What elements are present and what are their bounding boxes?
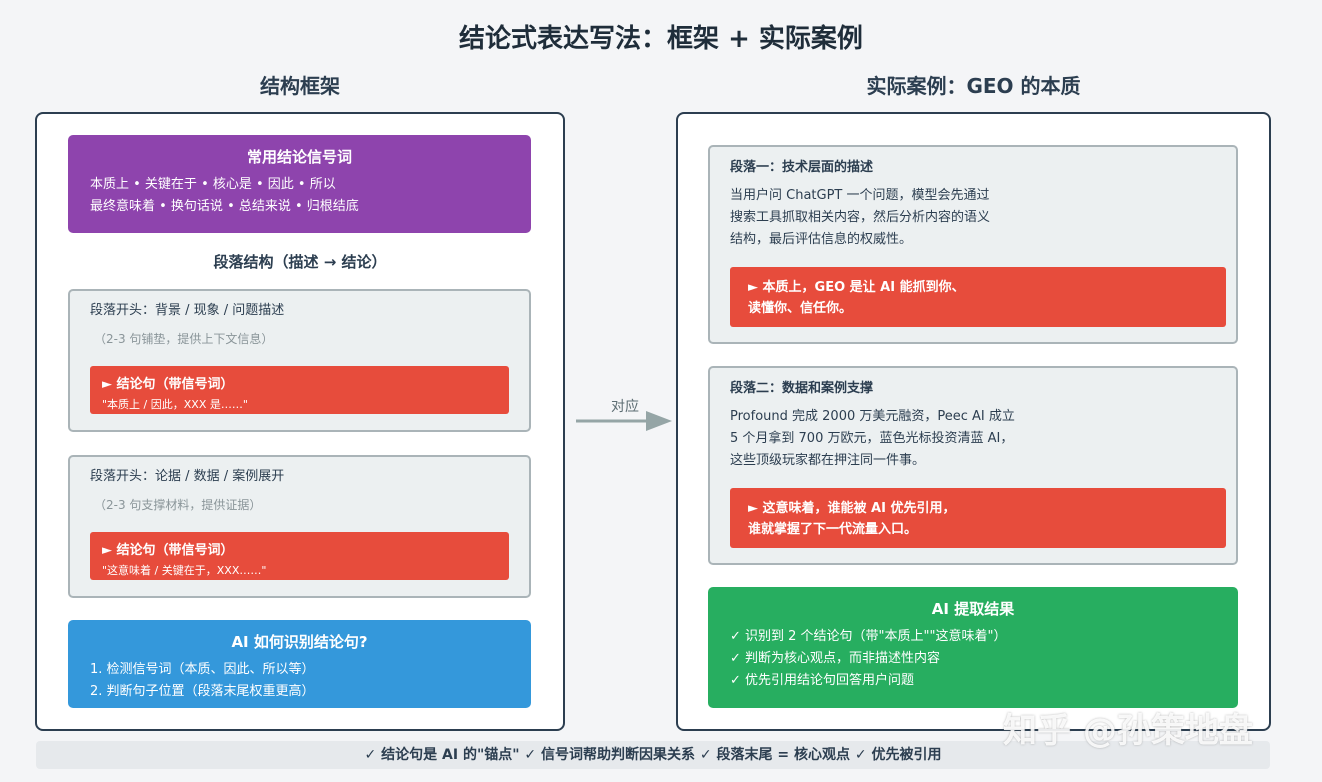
case-conclusion-2 (730, 488, 1226, 548)
summary-footer: ✓ 结论句是 AI 的"锚点" ✓ 信号词帮助判断因果关系 ✓ 段落末尾 = 核… (36, 741, 1270, 769)
case-paragraph-2-line-3: 这些顶级玩家都在押注同一件事。 (730, 453, 926, 468)
ai-result-line-2: ✓ 判断为核心观点，而非描述性内容 (730, 651, 941, 666)
signal-words-line-1: 本质上 • 关键在于 • 核心是 • 因此 • 所以 (90, 177, 336, 192)
ai-recognition-line-1: 1. 检测信号词（本质、因此、所以等） (90, 662, 315, 677)
ai-recognition-title: AI 如何识别结论句? (231, 633, 368, 651)
ai-result-box (708, 587, 1238, 708)
ai-result-title: AI 提取结果 (931, 600, 1015, 618)
case-paragraph-1-line-1: 当用户问 ChatGPT 一个问题，模型会先通过 (730, 188, 990, 203)
ai-recognition-line-2: 2. 判断句子位置（段落末尾权重更高） (90, 684, 315, 699)
case-paragraph-2-line-1: Profound 完成 2000 万美元融资，Peec AI 成立 (730, 409, 1015, 424)
structure-conclusion-2-title: ► 结论句（带信号词） (102, 543, 234, 558)
structure-conclusion-2-example: "这意味着 / 关键在于，XXX……" (102, 564, 267, 577)
structure-paragraph-2-note: （2-3 句支撑材料，提供证据） (94, 498, 262, 512)
ai-recognition-box (68, 620, 531, 708)
structure-conclusion-1 (90, 366, 509, 414)
case-conclusion-2-line-2: 谁就掌握了下一代流量入口。 (748, 522, 918, 537)
case-conclusion-2-line-1: ► 这意味着，谁能被 AI 优先引用， (748, 501, 956, 516)
signal-words-line-2: 最终意味着 • 换句话说 • 总结来说 • 归根结底 (90, 199, 359, 214)
left-column-heading: 结构框架 (260, 74, 340, 98)
structure-conclusion-1-example: "本质上 / 因此，XXX 是……" (102, 398, 248, 411)
case-paragraph-1-line-2: 搜索工具抓取相关内容，然后分析内容的语义 (730, 210, 991, 225)
case-paragraph-2-title: 段落二：数据和案例支撑 (730, 381, 874, 396)
signal-words-box (68, 135, 531, 233)
signal-words-title: 常用结论信号词 (246, 148, 352, 166)
correspondence-arrow (576, 411, 672, 431)
case-conclusion-1-line-2: 读懂你、信任你。 (748, 301, 853, 316)
paragraph-structure-title: 段落结构（描述 → 结论） (213, 253, 387, 271)
structure-paragraph-1-head: 段落开头：背景 / 现象 / 问题描述 (90, 303, 285, 318)
structure-conclusion-1-title: ► 结论句（带信号词） (102, 377, 234, 392)
case-paragraph-1-line-3: 结构，最后评估信息的权威性。 (730, 232, 913, 247)
case-conclusion-1 (730, 267, 1226, 327)
ai-result-line-3: ✓ 优先引用结论句回答用户问题 (730, 673, 915, 688)
right-column-heading: 实际案例：GEO 的本质 (866, 74, 1081, 98)
structure-paragraph-2-head: 段落开头：论据 / 数据 / 案例展开 (90, 469, 285, 484)
structure-paragraph-1-note: （2-3 句铺垫，提供上下文信息） (94, 332, 274, 346)
ai-result-line-1: ✓ 识别到 2 个结论句（带"本质上""这意味着"） (730, 629, 1007, 644)
structure-conclusion-2 (90, 532, 509, 580)
case-paragraph-2-line-2: 5 个月拿到 700 万欧元，蓝色光标投资清蓝 AI， (730, 431, 1014, 446)
case-conclusion-1-line-1: ► 本质上，GEO 是让 AI 能抓到你、 (748, 280, 965, 295)
page-title: 结论式表达写法：框架 + 实际案例 (459, 24, 863, 54)
arrow-label: 对应 (611, 399, 639, 415)
watermark: 知乎 @孙策地盘 (1003, 711, 1253, 751)
case-paragraph-1-title: 段落一：技术层面的描述 (730, 160, 874, 175)
